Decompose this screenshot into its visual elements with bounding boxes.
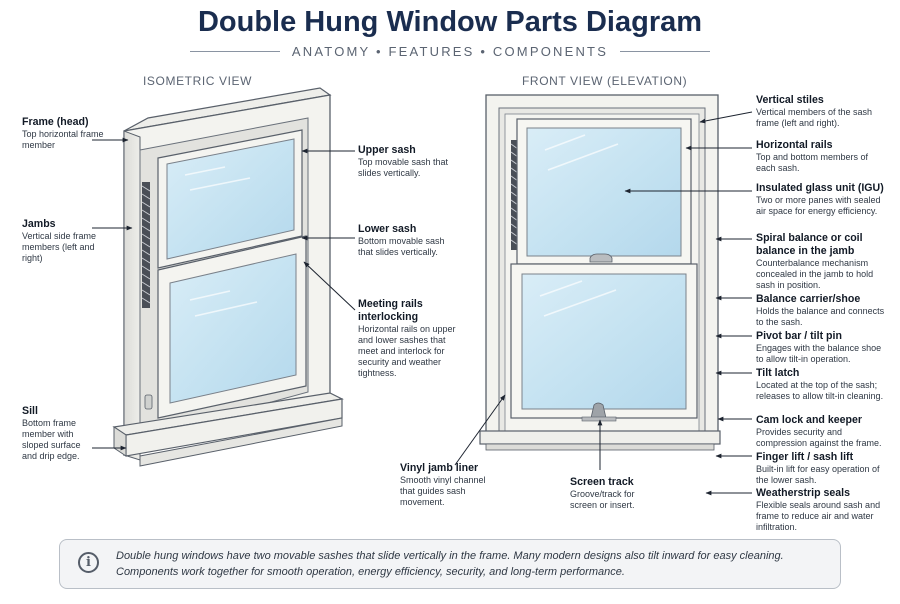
- front-window: [479, 94, 721, 451]
- callout-desc: Top and bottom members of each sash.: [756, 152, 869, 173]
- divider-right: [620, 51, 710, 52]
- callout-jambs: Jambs Vertical side frame members (left …: [22, 218, 102, 264]
- callout-desc: Groove/track for screen or insert.: [570, 489, 635, 510]
- callout-balance-carrier: Balance carrier/shoe Holds the balance a…: [756, 293, 886, 328]
- front-sash-lift: [590, 402, 607, 419]
- callout-igu: Insulated glass unit (IGU) Two or more p…: [756, 182, 888, 217]
- callout-vertical-stiles: Vertical stiles Vertical members of the …: [756, 94, 886, 129]
- callout-tilt-latch: Tilt latch Located at the top of the sas…: [756, 367, 886, 402]
- callout-pivot-bar: Pivot bar / tilt pin Engages with the ba…: [756, 330, 886, 365]
- callout-title: Insulated glass unit (IGU): [756, 182, 884, 194]
- callout-title: Jambs: [22, 218, 56, 230]
- callout-meeting-rails: Meeting rails interlocking Horizontal ra…: [358, 298, 458, 379]
- front-cam-lock: [589, 253, 613, 263]
- callout-upper-sash: Upper sash Top movable sash that slides …: [358, 144, 452, 179]
- callout-desc: Flexible seals around sash and frame to …: [756, 500, 881, 532]
- callout-title: Vinyl jamb liner: [400, 462, 479, 474]
- callout-desc: Provides security and compression agains…: [756, 427, 882, 448]
- callout-horizontal-rails: Horizontal rails Top and bottom members …: [756, 139, 876, 174]
- callout-sill: Sill Bottom frame member with sloped sur…: [22, 405, 92, 462]
- info-note: Double hung windows have two movable sas…: [116, 550, 784, 578]
- callout-lower-sash: Lower sash Bottom movable sash that slid…: [358, 223, 452, 258]
- callout-title: Finger lift / sash lift: [756, 451, 854, 463]
- callout-title: Sill: [22, 405, 38, 417]
- subtitle-row: ANATOMY • FEATURES • COMPONENTS: [190, 44, 710, 59]
- callout-title: Lower sash: [358, 223, 417, 235]
- callout-title: Meeting rails interlocking: [358, 298, 423, 323]
- front-view-label: FRONT VIEW (ELEVATION): [522, 74, 688, 88]
- callout-title: Tilt latch: [756, 367, 800, 379]
- callout-desc: Top horizontal frame member: [22, 129, 104, 150]
- front-upper-glass: [526, 127, 682, 257]
- callout-title: Weatherstrip seals: [756, 487, 851, 499]
- callout-desc: Bottom frame member with sloped surface …: [22, 418, 81, 461]
- callout-title: Cam lock and keeper: [756, 414, 862, 426]
- isometric-window: [112, 87, 344, 467]
- callout-desc: Bottom movable sash that slides vertical…: [358, 236, 445, 257]
- callout-desc: Engages with the balance shoe to allow t…: [756, 343, 882, 364]
- callout-desc: Two or more panes with sealed air space …: [756, 195, 881, 216]
- isometric-view-label: ISOMETRIC VIEW: [143, 74, 253, 88]
- callout-finger-lift: Finger lift / sash lift Built-in lift fo…: [756, 451, 886, 486]
- leader-lines: [92, 111, 753, 496]
- callout-vinyl-jamb-liner: Vinyl jamb liner Smooth vinyl channel th…: [400, 462, 500, 508]
- callout-spiral-balance: Spiral balance or coil balance in the ja…: [756, 232, 886, 291]
- callout-weatherstrip: Weatherstrip seals Flexible seals around…: [756, 487, 886, 533]
- callout-desc: Horizontal rails on upper and lower sash…: [358, 324, 456, 378]
- callout-desc: Vertical side frame members (left and ri…: [22, 231, 97, 263]
- callout-desc: Top movable sash that slides vertically.: [358, 157, 449, 178]
- callout-title: Balance carrier/shoe: [756, 293, 861, 305]
- callout-title: Frame (head): [22, 116, 89, 128]
- callout-title: Pivot bar / tilt pin: [756, 330, 842, 342]
- front-lower-glass: [521, 273, 687, 410]
- iso-upper-glass: [166, 138, 295, 260]
- callout-frame-head: Frame (head) Top horizontal frame member: [22, 116, 112, 151]
- callout-desc: Holds the balance and connects to the sa…: [756, 306, 885, 327]
- page-title: Double Hung Window Parts Diagram: [197, 6, 703, 38]
- divider-left: [190, 51, 280, 52]
- callout-title: Upper sash: [358, 144, 416, 156]
- callout-desc: Smooth vinyl channel that guides sash mo…: [400, 475, 486, 507]
- callout-desc: Located at the top of the sash; releases…: [756, 380, 884, 401]
- callout-cam-lock: Cam lock and keeper Provides security an…: [756, 414, 890, 449]
- callout-title: Horizontal rails: [756, 139, 833, 151]
- info-icon: i: [78, 552, 99, 573]
- callout-desc: Vertical members of the sash frame (left…: [756, 107, 873, 128]
- callout-title: Vertical stiles: [756, 94, 824, 106]
- info-box: i Double hung windows have two movable s…: [59, 539, 841, 589]
- callout-title: Spiral balance or coil balance in the ja…: [756, 232, 863, 257]
- callout-screen-track: Screen track Groove/track for screen or …: [570, 476, 650, 511]
- iso-lower-glass: [169, 253, 297, 404]
- callout-desc: Built-in lift for easy operation of the …: [756, 464, 880, 485]
- iso-jamb-side: [123, 130, 141, 461]
- page-subtitle: ANATOMY • FEATURES • COMPONENTS: [291, 44, 609, 59]
- callout-title: Screen track: [570, 476, 634, 488]
- callout-desc: Counterbalance mechanism concealed in th…: [756, 258, 874, 290]
